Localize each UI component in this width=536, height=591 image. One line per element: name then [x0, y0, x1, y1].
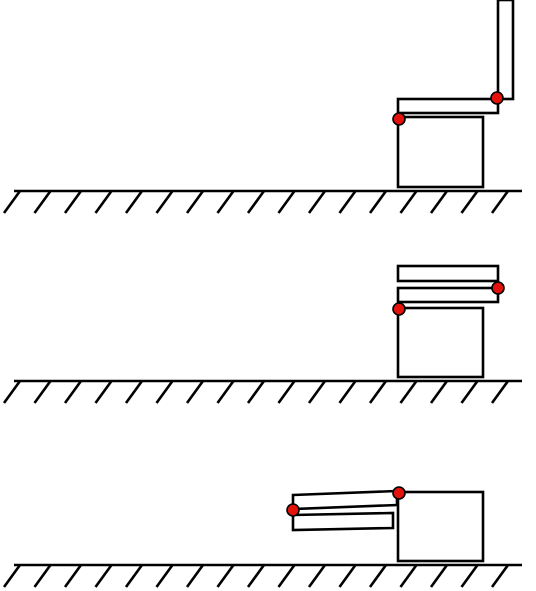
middle-plate: [396, 97, 500, 115]
top-plate: [396, 264, 500, 283]
hatch-mark: [338, 564, 357, 588]
hatch-mark: [307, 564, 327, 588]
hatch-mark: [63, 564, 83, 588]
middle-plate: [396, 286, 500, 304]
hatch-mark: [246, 380, 266, 404]
base-block: [396, 306, 485, 379]
hatch-mark: [307, 190, 327, 214]
hatch-mark: [185, 190, 205, 214]
hatch-mark: [185, 380, 205, 404]
hatch-mark: [338, 380, 357, 404]
pivot-joint-upper: [392, 486, 406, 500]
hatch-mark: [2, 190, 22, 214]
pivot-joint-upper: [490, 91, 504, 105]
hatch-mark: [63, 190, 83, 214]
ground-hatching: [2, 380, 510, 404]
hatch-mark: [246, 190, 266, 214]
hatch-mark: [246, 564, 266, 588]
hatch-mark: [155, 380, 174, 404]
hatch-mark: [399, 380, 418, 404]
hatch-mark: [368, 380, 388, 404]
pivot-joint-lower: [392, 302, 406, 316]
hatch-mark: [155, 564, 174, 588]
panel-3: [2, 486, 522, 588]
hatch-mark: [277, 190, 296, 214]
hatch-mark: [124, 564, 144, 588]
pivot-joint-upper: [491, 281, 505, 295]
hatch-mark: [33, 564, 52, 588]
hatch-mark: [216, 380, 235, 404]
ground-3: [2, 563, 522, 588]
upright-plate: [496, 0, 515, 101]
hatch-mark: [94, 564, 113, 588]
ground-2: [2, 379, 522, 404]
ground-hatching: [2, 190, 510, 214]
hatch-mark: [460, 190, 479, 214]
hatch-mark: [185, 564, 205, 588]
hatch-mark: [368, 564, 388, 588]
hatch-mark: [460, 564, 479, 588]
hatch-mark: [155, 190, 174, 214]
hatch-mark: [429, 564, 449, 588]
hatch-mark: [399, 190, 418, 214]
hatch-mark: [33, 190, 52, 214]
hatch-mark: [277, 564, 296, 588]
hatch-mark: [429, 380, 449, 404]
hatch-mark: [490, 564, 510, 588]
hatch-mark: [338, 190, 357, 214]
hatch-mark: [460, 380, 479, 404]
pivot-joint-outer: [286, 503, 300, 517]
hatch-mark: [307, 380, 327, 404]
hatch-mark: [2, 564, 22, 588]
panel-2: [2, 264, 522, 404]
hatch-mark: [216, 564, 235, 588]
base-block: [396, 490, 485, 563]
hatch-mark: [490, 190, 510, 214]
hatch-mark: [124, 190, 144, 214]
hatch-mark: [94, 380, 113, 404]
base-block: [396, 115, 485, 189]
hatch-mark: [277, 380, 296, 404]
hatch-mark: [63, 380, 83, 404]
hatch-mark: [429, 190, 449, 214]
hatch-mark: [490, 380, 510, 404]
hatch-mark: [124, 380, 144, 404]
hatch-mark: [94, 190, 113, 214]
pivot-joint-lower: [392, 112, 406, 126]
hatch-mark: [216, 190, 235, 214]
middle-plate-tilted: [291, 489, 399, 511]
lower-plate-tilted: [291, 511, 395, 532]
hatch-mark: [399, 564, 418, 588]
ground-hatching: [2, 564, 510, 588]
ground-1: [2, 189, 522, 214]
panel-1: [2, 0, 522, 214]
hatch-mark: [368, 190, 388, 214]
hatch-mark: [33, 380, 52, 404]
hatch-mark: [2, 380, 22, 404]
